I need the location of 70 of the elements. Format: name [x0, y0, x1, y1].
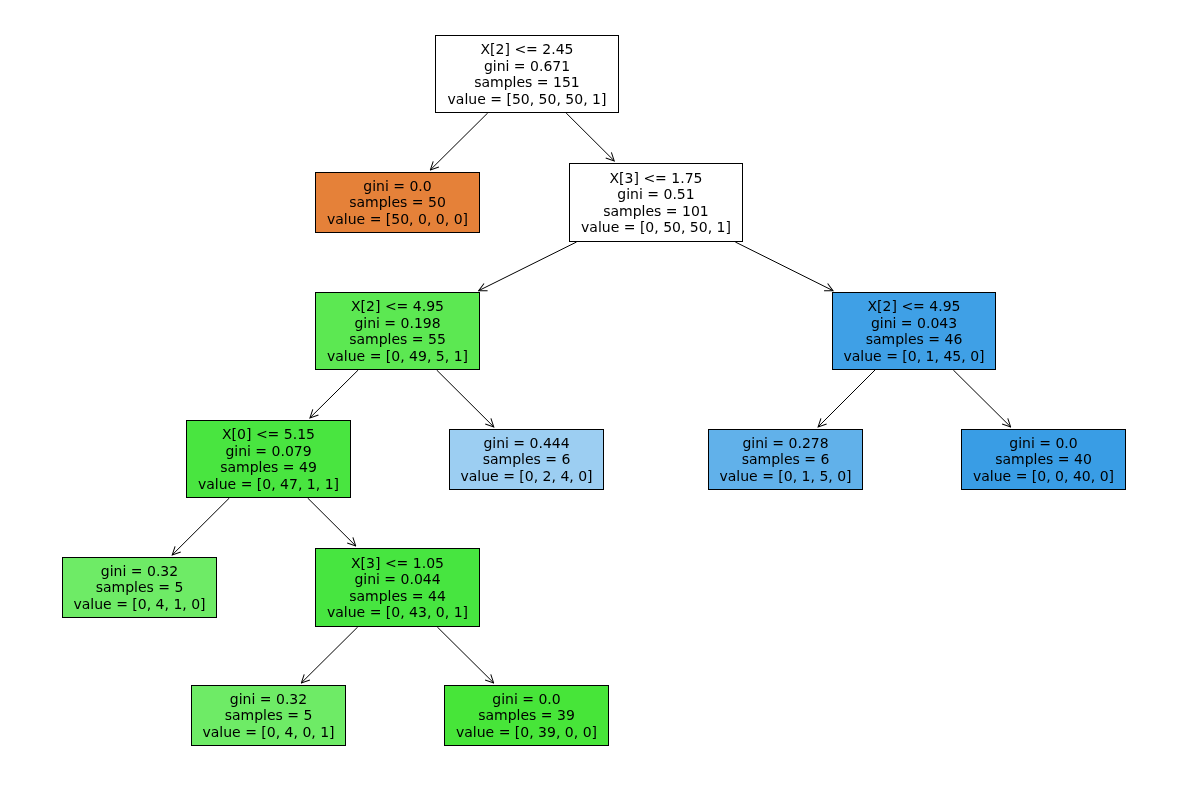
- node-text: value = [0, 49, 5, 1]: [326, 347, 468, 364]
- arrow: [309, 369, 359, 419]
- arrow: [429, 112, 489, 171]
- node-text: value = [0, 1, 45, 0]: [843, 347, 985, 364]
- node-text: X[2] <= 4.95: [351, 298, 444, 315]
- node-text: X[3] <= 1.05: [351, 554, 444, 571]
- tree-node-box: [708, 429, 863, 490]
- node-text: gini = 0.444: [483, 434, 570, 452]
- node-text: samples = 5: [95, 579, 184, 596]
- node-text: samples = 49: [220, 459, 317, 476]
- node-text: value = [0, 47, 1, 1]: [197, 475, 339, 492]
- arrow: [817, 369, 876, 428]
- tree-node-box: [435, 35, 619, 113]
- node-text: samples = 44: [349, 587, 446, 604]
- node-text: samples = 6: [741, 451, 830, 468]
- node-text: samples = 40: [995, 451, 1092, 468]
- node-text: value = [0, 4, 1, 0]: [73, 595, 206, 613]
- node-text: samples = 6: [482, 451, 571, 468]
- tree-node-box: [186, 420, 351, 498]
- node-text: value = [50, 0, 0, 0]: [326, 210, 468, 228]
- node-text: gini = 0.043: [870, 314, 958, 331]
- node-text: value = [0, 39, 0, 0]: [455, 723, 597, 741]
- tree-node-box: [961, 429, 1126, 490]
- node-text: gini = 0.278: [742, 434, 829, 452]
- node-text: gini = 0.0: [1009, 434, 1078, 452]
- node-text: samples = 151: [474, 74, 580, 91]
- node-text: samples = 101: [603, 202, 709, 219]
- node-text: value = [0, 0, 40, 0]: [972, 467, 1114, 485]
- tree-node-box: [191, 685, 346, 746]
- arrow: [478, 241, 578, 292]
- tree-node-box: [449, 429, 604, 490]
- arrow: [565, 112, 615, 162]
- node-text: value = [0, 50, 50, 1]: [581, 219, 731, 236]
- tree-node-box: [832, 292, 996, 370]
- tree-node-box: [569, 163, 743, 242]
- tree-node-box: [444, 685, 609, 746]
- node-text: value = [0, 2, 4, 0]: [460, 467, 593, 485]
- node-text: samples = 55: [349, 331, 446, 348]
- arrow: [734, 241, 834, 292]
- arrow: [436, 626, 495, 684]
- arrow: [307, 497, 357, 547]
- tree-node-box: [315, 292, 480, 370]
- node-text: X[2] <= 4.95: [867, 298, 961, 315]
- node-text: X[2] <= 2.45: [480, 41, 574, 58]
- node-text: gini = 0.671: [483, 57, 571, 74]
- node-text: samples = 46: [865, 331, 963, 348]
- node-text: value = [0, 4, 0, 1]: [202, 723, 335, 741]
- node-text: samples = 50: [349, 194, 446, 211]
- node-text: gini = 0.0: [492, 690, 561, 708]
- node-text: gini = 0.32: [100, 562, 179, 580]
- node-text: gini = 0.32: [229, 690, 308, 708]
- node-text: gini = 0.198: [354, 314, 441, 331]
- node-text: value = [50, 50, 50, 1]: [447, 90, 607, 107]
- node-text: gini = 0.0: [363, 177, 432, 195]
- arrow: [300, 626, 359, 684]
- arrow: [952, 369, 1012, 428]
- node-text: value = [0, 1, 5, 0]: [719, 467, 852, 485]
- node-text: samples = 39: [478, 707, 575, 724]
- arrow: [171, 497, 230, 556]
- tree-node-box: [62, 557, 217, 618]
- tree-node-box: [315, 548, 480, 627]
- node-text: gini = 0.079: [225, 442, 312, 459]
- node-text: samples = 5: [224, 707, 313, 724]
- node-text: gini = 0.51: [617, 186, 695, 203]
- arrow: [436, 369, 495, 428]
- node-text: value = [0, 43, 0, 1]: [326, 604, 468, 621]
- node-text: X[0] <= 5.15: [222, 426, 315, 443]
- tree-node-box: [315, 172, 480, 233]
- node-text: X[3] <= 1.75: [609, 169, 703, 186]
- node-text: gini = 0.044: [354, 571, 441, 588]
